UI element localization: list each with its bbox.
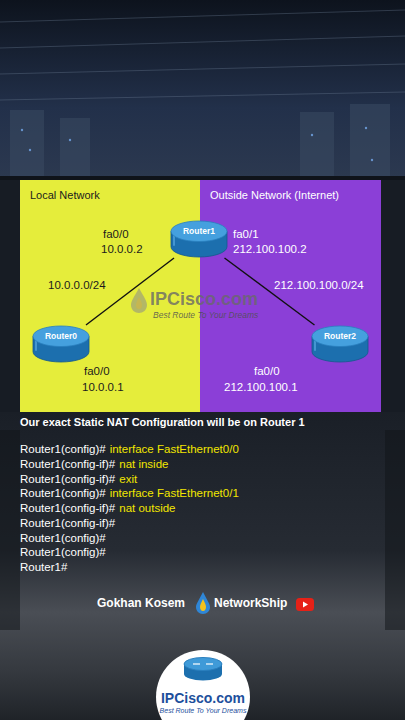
- cli-line: Router1(config)#: [20, 546, 106, 559]
- router-name: Router1: [170, 226, 228, 236]
- watermark-tagline: Best Route To Your Dreams: [153, 311, 258, 321]
- cli-line: Router1(config)# interface FastEthernet0/…: [20, 487, 239, 500]
- cli-command: nat inside: [119, 458, 168, 471]
- zone-heading: Local Network: [30, 189, 100, 201]
- cli-line: Router1(config)#: [20, 532, 106, 545]
- interface-name: fa0/0: [254, 365, 280, 378]
- router-shape: [170, 220, 228, 258]
- cli-prompt: Router1(config-if)#: [20, 458, 115, 471]
- cli-prompt: Router1(config)#: [20, 487, 106, 500]
- network-link: [86, 258, 174, 325]
- router-icon: Router0: [32, 325, 90, 363]
- cli-prompt: Router1(config)#: [20, 546, 106, 559]
- logo-tagline: Best Route To Your Dreams: [160, 707, 247, 715]
- router-name: Router2: [311, 331, 369, 341]
- author-name: Gokhan Kosem: [97, 597, 185, 611]
- watermark: IPCisco.com: [150, 289, 258, 310]
- cli-line: Router1#: [20, 561, 67, 574]
- interface-name: fa0/1: [233, 228, 259, 241]
- network-link: [225, 258, 315, 325]
- interface-name: fa0/0: [84, 365, 110, 378]
- cli-prompt: Router1(config)#: [20, 443, 106, 456]
- logo-text: IPCisco.com: [161, 690, 245, 706]
- cli-line: Router1(config-if)# nat outside: [20, 502, 176, 515]
- cli-line: Router1(config-if)# nat inside: [20, 458, 168, 471]
- router-name: Router0: [32, 331, 90, 341]
- cli-line: Router1(config-if)#: [20, 517, 115, 530]
- cli-command: interface FastEthernet0/0: [110, 443, 239, 456]
- router-shape: [32, 325, 90, 363]
- channel-name: NetworkShip: [214, 597, 287, 611]
- router-icon: Router1: [170, 220, 228, 258]
- router-icon: Router2: [311, 325, 369, 363]
- ip-address: 10.0.0.2: [101, 243, 143, 256]
- cli-line: Router1(config-if)# exit: [20, 473, 137, 486]
- subnet-label: 212.100.100.0/24: [274, 279, 364, 292]
- cli-prompt: Router1(config)#: [20, 532, 106, 545]
- section-heading: Our exact Static NAT Configuration will …: [20, 416, 305, 429]
- cli-command: exit: [119, 473, 137, 486]
- interface-name: fa0/0: [103, 228, 129, 241]
- ip-address: 10.0.0.1: [82, 381, 124, 394]
- subnet-label: 10.0.0.0/24: [48, 279, 106, 292]
- zone-heading: Outside Network (Internet): [210, 189, 339, 201]
- cli-line: Router1(config)# interface FastEthernet0/…: [20, 443, 239, 456]
- cli-prompt: Router1#: [20, 561, 67, 574]
- cli-command: nat outside: [119, 502, 175, 515]
- cli-command: interface FastEthernet0/1: [110, 487, 239, 500]
- cli-prompt: Router1(config-if)#: [20, 517, 115, 530]
- cli-prompt: Router1(config-if)#: [20, 502, 115, 515]
- cli-prompt: Router1(config-if)#: [20, 473, 115, 486]
- router-shape: [311, 325, 369, 363]
- ip-address: 212.100.100.2: [233, 243, 307, 256]
- ip-address: 212.100.100.1: [224, 381, 298, 394]
